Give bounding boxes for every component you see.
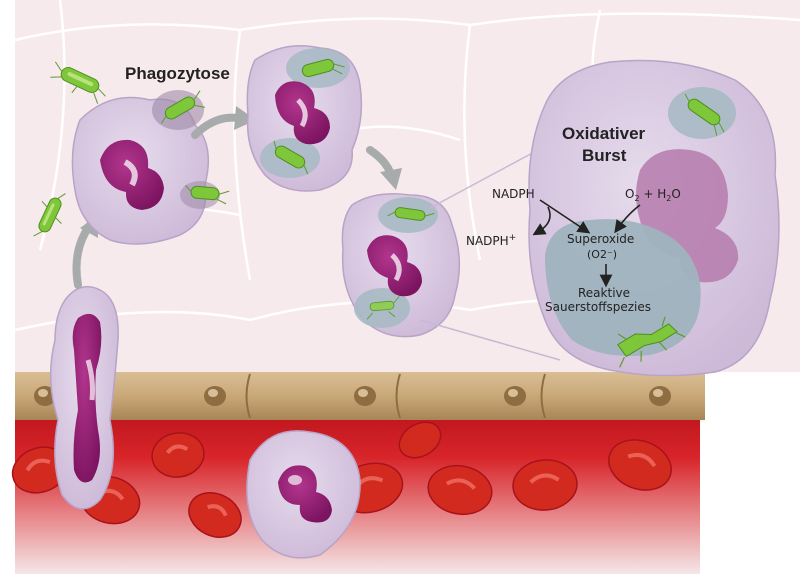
ros-label-line1: Reaktive (578, 286, 630, 300)
step-arrow-1-head (234, 106, 256, 130)
neutrophil-phagocytosing (71, 90, 230, 245)
neutrophil-with-phagosomes (246, 45, 363, 192)
red-blood-cell (608, 439, 672, 491)
nadph-label: NADPH (492, 187, 535, 201)
reaction-arrows (532, 199, 641, 288)
superoxide-label: Superoxide (567, 232, 634, 246)
nucleus (72, 313, 102, 483)
engulfed-bacterium (185, 184, 230, 205)
step-arrow-1 (191, 113, 242, 139)
free-bacterium (50, 61, 106, 104)
red-blood-cell (151, 432, 205, 478)
step-arrow-2 (366, 146, 394, 176)
oxidative-burst-label-line2: Burst (582, 146, 627, 165)
engulfed-bacterium (160, 90, 206, 124)
endothelium (15, 372, 705, 420)
nucleus (367, 235, 422, 297)
neutrophil-in-blood (246, 430, 361, 559)
nadph-plus-label: NADPH+ (466, 233, 516, 248)
superoxide-formula: (O2⁻) (587, 248, 617, 261)
oxidative-burst-label-line1: Oxidativer (562, 124, 646, 143)
blood-vessel (15, 395, 800, 574)
zoom-lines (419, 149, 561, 361)
transmigrating-neutrophil (49, 285, 119, 510)
o2-h2o-label: O2 + H2O (625, 187, 681, 203)
step-arrow-2-head (380, 168, 402, 190)
zoomed-neutrophil (528, 59, 780, 377)
large-phagosome (545, 219, 701, 356)
ros-label-line2: Sauerstoffspezies (545, 300, 651, 314)
free-bacterium (33, 193, 66, 237)
neutrophil-oxidative-burst (341, 193, 461, 338)
red-blood-cells (11, 421, 672, 538)
red-blood-cell (427, 464, 493, 516)
blood-vessel-edge (700, 395, 800, 574)
red-blood-cell (398, 421, 442, 459)
phagocytosis-label: Phagozytose (125, 64, 230, 83)
red-blood-cell (512, 459, 578, 511)
red-blood-cell (188, 492, 242, 538)
degraded-bacterium (617, 316, 686, 368)
